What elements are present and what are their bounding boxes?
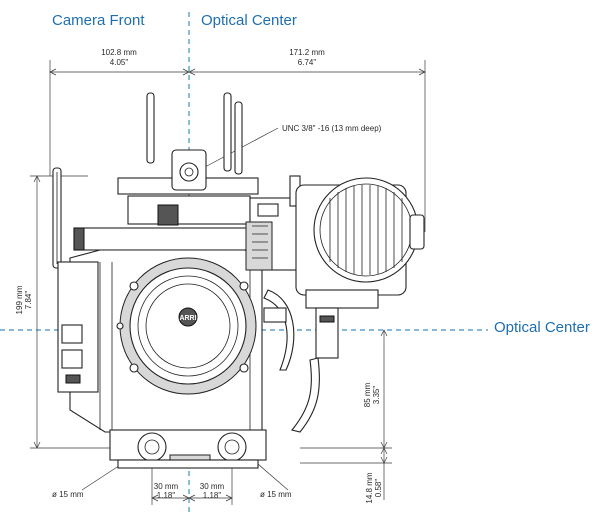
bottom-offset-mm: 14.8 mm	[365, 472, 374, 503]
antenna-top-left	[146, 92, 155, 164]
front-width-in: 4.05"	[110, 58, 129, 67]
front-width-mm: 102.8 mm	[101, 48, 137, 57]
lens-mount: ARRI	[116, 257, 257, 395]
camera-body-artwork: ARRI	[52, 92, 425, 469]
rod-spacing-left-mm: 30 mm	[154, 482, 179, 491]
rod-spacing-right-in: 1.18"	[203, 491, 222, 500]
thread-note: UNC 3/8" -16 (13 mm deep)	[282, 124, 382, 133]
side-accessory	[245, 175, 301, 371]
center-height-dimension-lines	[300, 329, 392, 500]
center-height-in: 3.35"	[372, 386, 381, 405]
top-bar	[73, 227, 251, 251]
header-optical-center-top: Optical Center	[201, 12, 297, 29]
rod-spacing-right-mm: 30 mm	[200, 482, 225, 491]
top-dimension-lines	[49, 60, 426, 232]
header-camera-front: Camera Front	[52, 12, 145, 29]
center-width-mm: 171.2 mm	[289, 48, 325, 57]
top-plate	[127, 195, 251, 225]
bottom-offset-in: 0.58"	[374, 479, 383, 498]
rod-diameter-right: ø 15 mm	[260, 490, 292, 499]
top-connector	[157, 204, 179, 226]
arri-logo: ARRI	[179, 315, 196, 322]
base-plate	[109, 429, 267, 469]
antenna-top-right	[223, 92, 243, 175]
rod-spacing-left-in: 1.18"	[157, 491, 176, 500]
center-width-in: 6.74"	[298, 58, 317, 67]
fan-unit	[291, 177, 425, 433]
height-in: 7.84"	[24, 291, 33, 310]
antenna-left-side	[52, 167, 62, 269]
header-optical-center-side: Optical Center	[494, 319, 590, 336]
center-height-mm: 85 mm	[363, 382, 372, 407]
height-mm: 199 mm	[15, 285, 24, 314]
rod-diameter-left: ø 15 mm	[52, 490, 84, 499]
thread-hole	[179, 162, 199, 182]
